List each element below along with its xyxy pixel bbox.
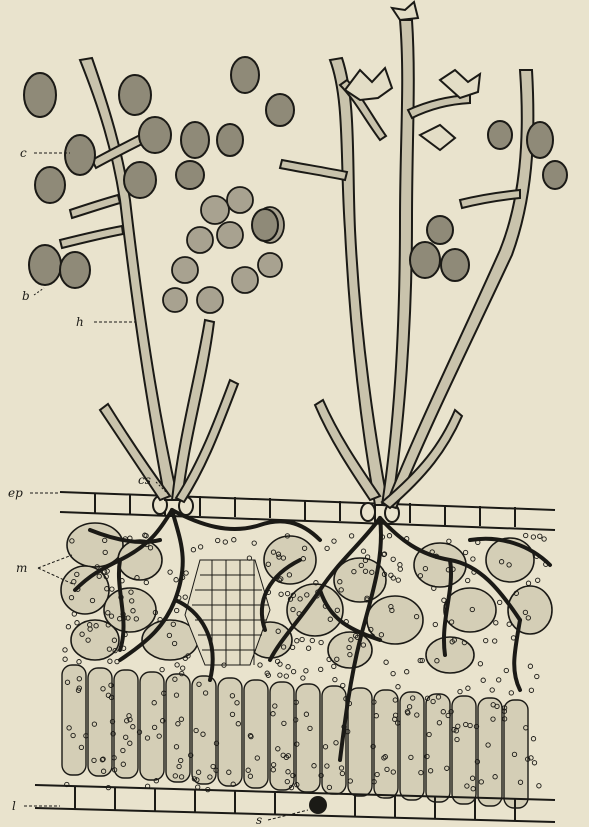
label-hypha-stalk: h [76, 315, 84, 329]
label-stoma-cells: cs [138, 473, 151, 487]
label-lower-epidermis: l [12, 799, 16, 813]
label-upper-epidermis: ep [8, 486, 23, 500]
label-branch: b [22, 289, 30, 303]
lower-stoma [309, 796, 327, 814]
label-mycelium: m [16, 561, 27, 575]
label-lower-stoma: s [256, 813, 262, 827]
label-conidia: c [20, 146, 27, 160]
